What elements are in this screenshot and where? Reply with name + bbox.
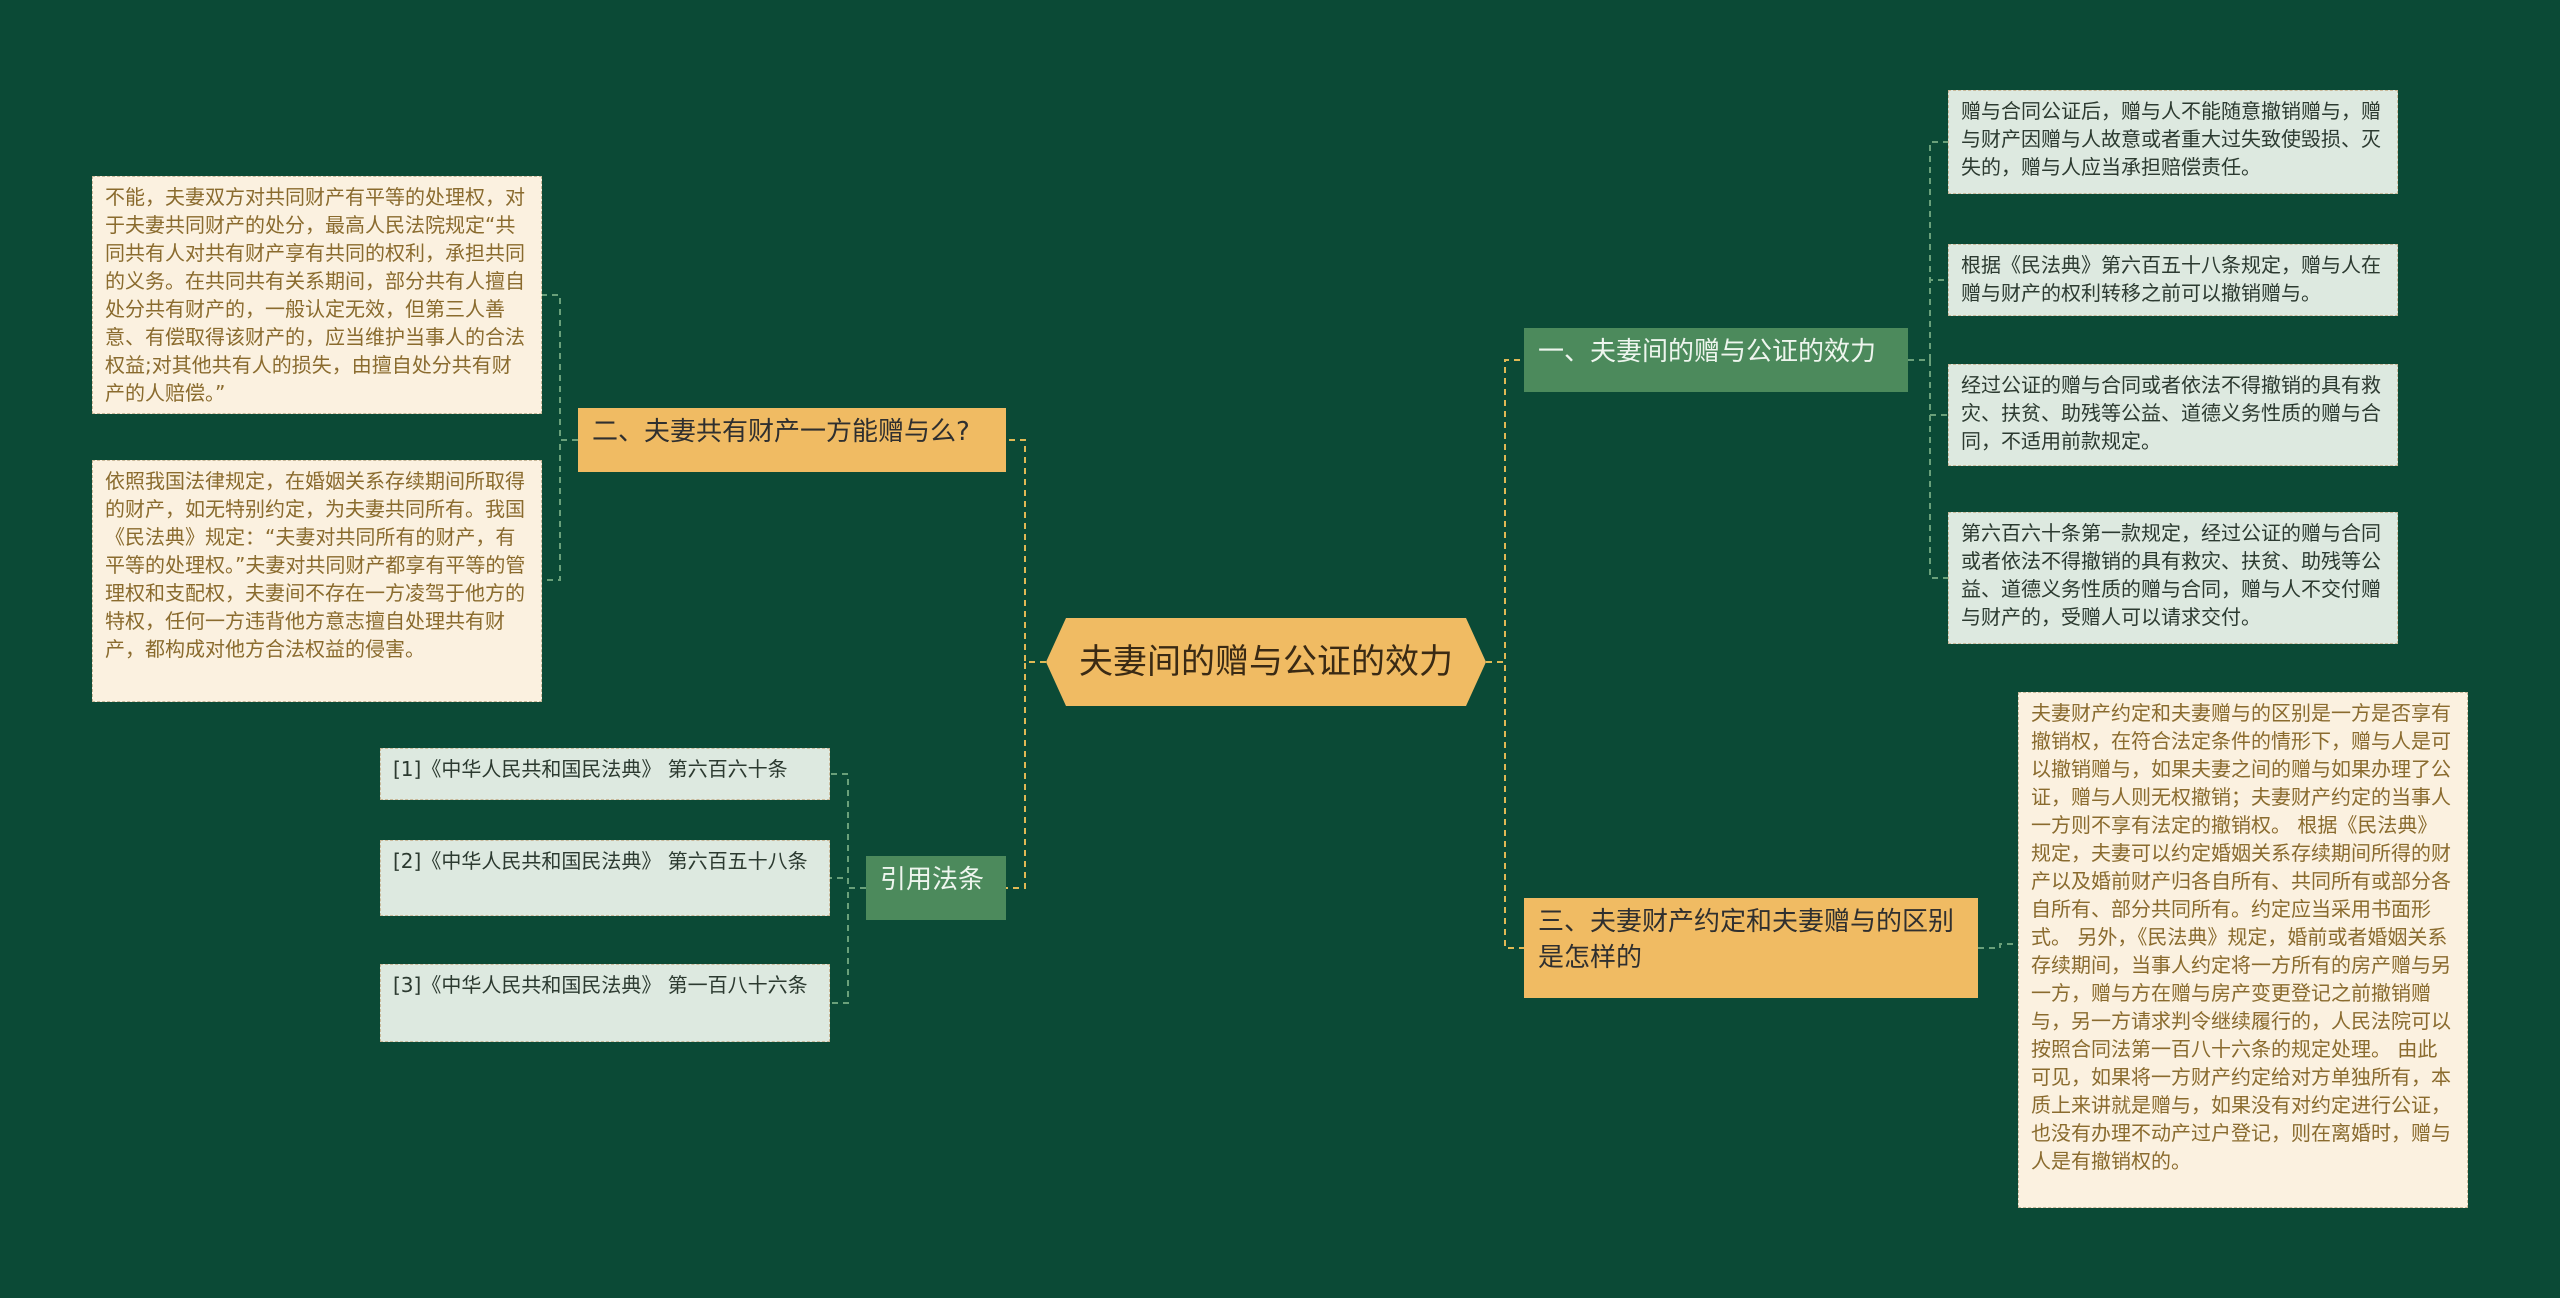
citation-item-1[interactable]: [1]《中华人民共和国民法典》 第六百六十条 xyxy=(380,748,830,800)
connector-root-citations xyxy=(1006,661,1046,889)
connector-topic1-leaf3 xyxy=(1908,359,1948,416)
connector-topic2-leaf2 xyxy=(542,439,578,581)
topic-gift-notarization-effect[interactable]: 一、夫妻间的赠与公证的效力 xyxy=(1524,328,1908,392)
connector-topic1-leaf4 xyxy=(1908,359,1948,579)
connector-topic2-leaf1 xyxy=(542,294,578,441)
connector-root-topic1 xyxy=(1486,359,1524,663)
citation-item-3[interactable]: [3]《中华人民共和国民法典》 第一百八十六条 xyxy=(380,964,830,1042)
leaf-exception-clause[interactable]: 经过公证的赠与合同或者依法不得撤销的具有救灾、扶贫、助残等公益、道德义务性质的赠… xyxy=(1948,364,2398,466)
leaf-notarized-gift-irrevocable[interactable]: 赠与合同公证后，赠与人不能随意撤销赠与，赠与财产因赠与人故意或者重大过失致使毁损… xyxy=(1948,90,2398,194)
connector-citations-leaf1 xyxy=(830,773,866,889)
leaf-agreement-vs-gift-detail[interactable]: 夫妻财产约定和夫妻赠与的区别是一方是否享有撤销权，在符合法定条件的情形下，赠与人… xyxy=(2018,692,2468,1208)
connector-citations-leaf3 xyxy=(830,887,866,1004)
topic-cited-statutes[interactable]: 引用法条 xyxy=(866,856,1006,920)
connector-topic1-leaf1 xyxy=(1908,141,1948,361)
root-node[interactable]: 夫妻间的赠与公证的效力 xyxy=(1046,618,1486,706)
connector-citations-leaf2 xyxy=(830,877,866,889)
connector-root-topic2 xyxy=(1006,439,1046,663)
leaf-shared-property-no[interactable]: 不能，夫妻双方对共同财产有平等的处理权，对于夫妻共同财产的处分，最高人民法院规定… xyxy=(92,176,542,414)
leaf-article-660[interactable]: 第六百六十条第一款规定，经过公证的赠与合同或者依法不得撤销的具有救灾、扶贫、助残… xyxy=(1948,512,2398,644)
citation-item-2[interactable]: [2]《中华人民共和国民法典》 第六百五十八条 xyxy=(380,840,830,916)
connector-topic1-leaf2 xyxy=(1908,279,1948,361)
connector-topic3-leaf xyxy=(1978,943,2018,949)
leaf-article-658[interactable]: 根据《民法典》第六百五十八条规定，赠与人在赠与财产的权利转移之前可以撤销赠与。 xyxy=(1948,244,2398,316)
topic-agreement-vs-gift[interactable]: 三、夫妻财产约定和夫妻赠与的区别是怎样的 xyxy=(1524,898,1978,998)
leaf-shared-property-law[interactable]: 依照我国法律规定，在婚姻关系存续期间所取得的财产，如无特别约定，为夫妻共同所有。… xyxy=(92,460,542,702)
connector-root-topic3 xyxy=(1486,661,1524,949)
topic-shared-property-gift[interactable]: 二、夫妻共有财产一方能赠与么? xyxy=(578,408,1006,472)
